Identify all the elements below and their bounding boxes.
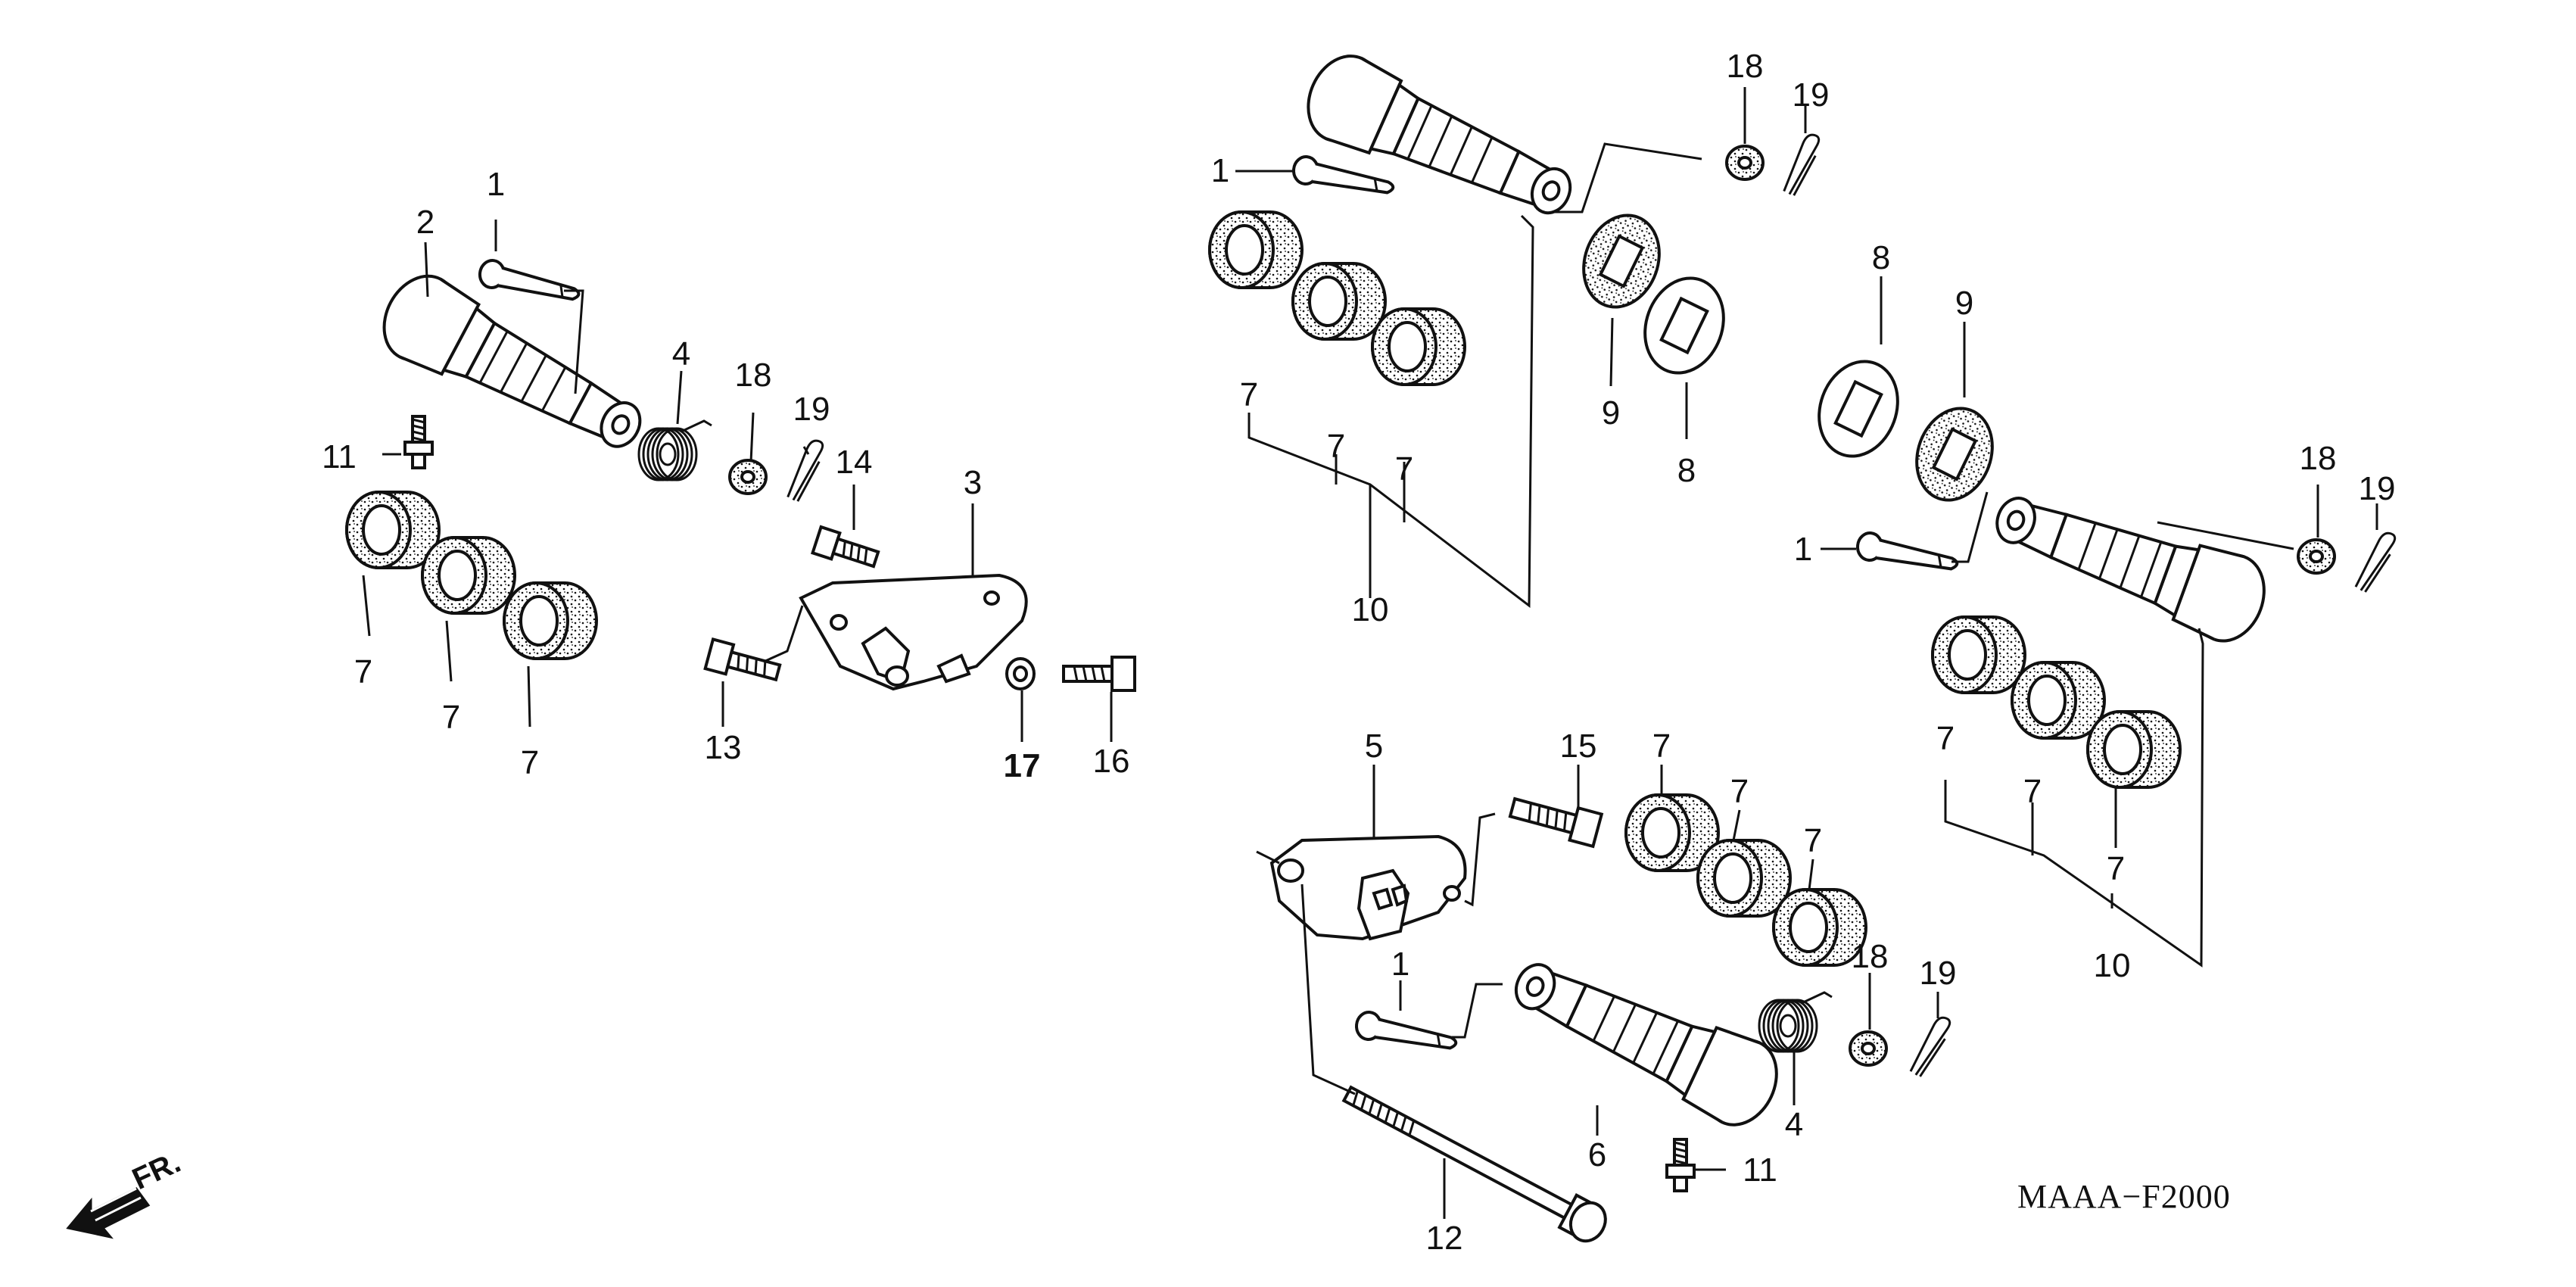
callout-label: 12 xyxy=(1426,1220,1463,1257)
right-footpeg-assembly xyxy=(1818,276,2398,968)
callout-label: 2 xyxy=(416,204,435,241)
callout-label: 7 xyxy=(442,699,460,736)
callout-label: 18 xyxy=(735,357,772,394)
callout-labels: 1 2 4 18 19 11 14 3 7 7 7 13 17 16 1 18 … xyxy=(322,48,2395,1257)
callout-label: 4 xyxy=(672,335,690,372)
pin-part-1 xyxy=(1855,530,1961,572)
callout-label: 13 xyxy=(705,729,742,766)
front-footpeg-assembly xyxy=(1256,765,1953,1243)
callout-label: 7 xyxy=(1395,450,1413,488)
callout-label: 7 xyxy=(354,653,372,690)
cotter-pin-part-19 xyxy=(2353,527,2398,597)
callout-label: 5 xyxy=(1365,728,1383,765)
callout-label: 7 xyxy=(1804,822,1822,859)
pin-part-1 xyxy=(1353,1009,1460,1051)
callout-label: 7 xyxy=(1936,720,1955,757)
callout-label: 19 xyxy=(1920,955,1957,992)
callout-label: 1 xyxy=(487,166,505,203)
bushing-part-7 xyxy=(1371,307,1466,386)
callout-label: 8 xyxy=(1677,452,1696,489)
bolt-part-14 xyxy=(810,525,880,569)
bushing-part-7 xyxy=(2086,710,2182,789)
right-rear-upper-assembly xyxy=(1208,43,1822,609)
callout-label: 17 xyxy=(1004,747,1041,784)
bolt-part-16 xyxy=(1062,656,1136,692)
bushing-part-7 xyxy=(1696,839,1792,918)
callout-label: 18 xyxy=(1727,48,1764,85)
plate-part-9 xyxy=(1582,213,1661,309)
washer-part-18 xyxy=(728,459,768,495)
long-bolt-part-12 xyxy=(1341,1085,1607,1243)
bolt-part-13 xyxy=(703,637,782,682)
stud-bolt-part-11 xyxy=(403,415,434,469)
callout-label: 11 xyxy=(322,438,357,475)
bolt-part-15 xyxy=(1508,796,1604,849)
plate-part-8 xyxy=(1643,276,1725,375)
callout-label: 19 xyxy=(2359,470,2396,507)
bushing-part-7 xyxy=(421,536,516,615)
washer-part-18 xyxy=(1849,1030,1888,1067)
washer-part-18 xyxy=(2297,538,2336,575)
cotter-pin-part-19 xyxy=(1908,1011,1953,1082)
footpeg-part xyxy=(1982,471,2278,653)
footpeg-part-6 xyxy=(1498,937,1792,1139)
callout-label: 4 xyxy=(1785,1106,1803,1143)
pin-part-1 xyxy=(476,257,584,302)
callout-label: 15 xyxy=(1560,728,1597,765)
callout-label: 1 xyxy=(1794,531,1812,568)
callout-label: 7 xyxy=(2107,850,2125,887)
bushing-part-7 xyxy=(2011,661,2106,740)
callout-label: 1 xyxy=(1211,152,1229,189)
callout-label: 18 xyxy=(1852,938,1889,975)
callout-label: 14 xyxy=(836,444,873,481)
stud-bolt-part-11 xyxy=(1665,1138,1696,1192)
pin-part-1 xyxy=(1291,154,1397,195)
callout-label: 3 xyxy=(964,464,982,501)
callout-label: 10 xyxy=(1352,591,1389,628)
callout-label: 9 xyxy=(1602,394,1620,432)
callout-label: 19 xyxy=(1793,76,1830,114)
footpeg-part xyxy=(1294,43,1587,240)
plate-part-8 xyxy=(1818,360,1899,458)
front-direction-indicator: FR. xyxy=(66,1145,185,1239)
callout-label: 1 xyxy=(1391,946,1409,983)
callout-label: 9 xyxy=(1955,285,1973,322)
callout-label: 7 xyxy=(1327,428,1345,465)
spring-part-4 xyxy=(637,419,713,481)
callout-label: 7 xyxy=(1730,773,1749,810)
plate-part-9 xyxy=(1915,407,1994,502)
callout-label: 10 xyxy=(2094,947,2131,984)
bushing-part-7 xyxy=(1208,210,1304,289)
washer-part-18 xyxy=(1725,145,1765,181)
callout-label: 7 xyxy=(2023,773,2042,810)
bushing-part-7 xyxy=(503,581,598,660)
bracket-part-3 xyxy=(756,573,1028,691)
bushing-part-7 xyxy=(1931,615,2026,694)
callout-label: 7 xyxy=(1240,376,1258,413)
callout-label: 19 xyxy=(793,391,830,428)
spring-part-4 xyxy=(1758,991,1833,1053)
callout-label: 11 xyxy=(1743,1151,1777,1189)
callout-label: 8 xyxy=(1872,239,1890,276)
callout-label: 7 xyxy=(1652,728,1671,765)
callout-label: 16 xyxy=(1093,743,1130,780)
bracket-part-5 xyxy=(1256,834,1467,941)
bushing-part-7 xyxy=(1291,262,1387,341)
diagram-code: MAAA−F2000 xyxy=(2017,1178,2231,1215)
callout-label: 7 xyxy=(521,744,539,781)
cotter-pin-part-19 xyxy=(786,435,826,506)
callout-label: 18 xyxy=(2300,440,2337,477)
left-rear-assembly xyxy=(345,220,1136,742)
callout-label: 6 xyxy=(1588,1136,1606,1173)
cotter-pin-part-19 xyxy=(1782,129,1822,200)
washer-part-17 xyxy=(1005,657,1036,690)
